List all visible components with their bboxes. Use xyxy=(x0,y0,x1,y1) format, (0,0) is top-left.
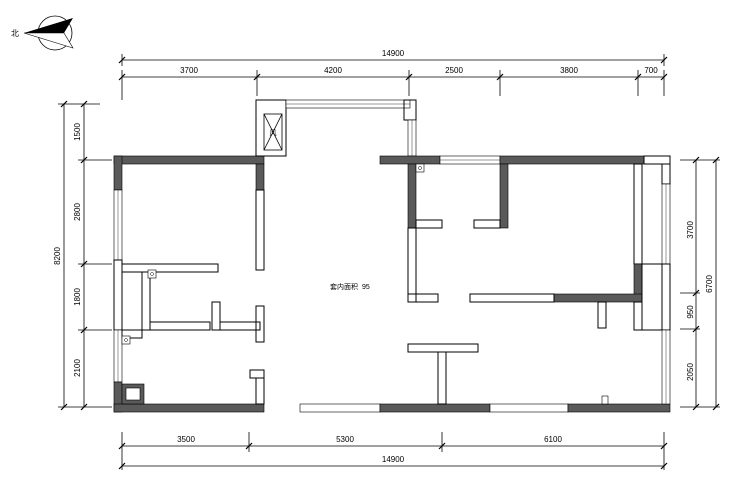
wall-segment xyxy=(121,329,143,339)
top-total-dimension: 14900 xyxy=(382,49,405,58)
wall-segment xyxy=(415,219,443,229)
wall-segment xyxy=(379,403,491,413)
compass-needle-half-icon xyxy=(23,32,74,49)
right-dimension-1: 3700 xyxy=(686,221,695,239)
wall-segment xyxy=(211,301,221,331)
column xyxy=(125,387,141,401)
wall-segment xyxy=(469,293,555,303)
left-dimension-2: 2800 xyxy=(73,203,82,221)
bottom-dimensions: 3500 5300 6100 14900 xyxy=(118,432,668,470)
wall-segment xyxy=(661,163,671,185)
wall-segment xyxy=(255,377,265,405)
north-label: 北 xyxy=(11,29,19,38)
top-dimension-3: 2500 xyxy=(445,66,463,75)
wall-segment xyxy=(141,271,151,331)
top-dimensions: 14900 3700 4200 2500 3800 700 xyxy=(118,49,668,100)
bottom-total-dimension: 14900 xyxy=(382,455,405,464)
wall-segment xyxy=(407,343,479,353)
wall-segment xyxy=(255,99,287,157)
wall-segment xyxy=(661,263,671,331)
wall-segment xyxy=(641,263,663,331)
bottom-dimension-1: 3500 xyxy=(177,435,195,444)
wall-segment xyxy=(255,163,265,191)
wall-segment xyxy=(597,301,607,329)
wall-segment xyxy=(121,263,219,273)
wall-segment xyxy=(499,155,645,165)
wall-segment xyxy=(473,219,501,229)
left-total-dimension: 8200 xyxy=(53,247,62,265)
fixture xyxy=(415,163,425,173)
wall-segment xyxy=(407,163,417,229)
right-dimension-2: 950 xyxy=(686,305,695,319)
bottom-dimension-2: 5300 xyxy=(336,435,354,444)
top-dimension-4: 3800 xyxy=(560,66,578,75)
wall-segment xyxy=(407,293,439,303)
wall-segment xyxy=(113,155,265,165)
wall-segment xyxy=(255,189,265,271)
fixture xyxy=(601,395,609,405)
north-compass: 北 xyxy=(11,15,74,51)
area-value: 95 xyxy=(362,284,370,291)
wall-segment xyxy=(633,301,643,331)
right-dimensions: 3700 950 2050 6700 xyxy=(680,156,720,411)
wall-segment xyxy=(113,403,265,413)
wall-segment xyxy=(633,163,643,265)
wall-segment xyxy=(255,305,265,343)
wall-segment xyxy=(553,293,643,303)
right-total-dimension: 6700 xyxy=(705,275,714,293)
left-dimension-3: 1800 xyxy=(73,288,82,306)
shaft-label: 风 xyxy=(270,129,277,137)
window xyxy=(489,403,569,413)
bottom-dimension-3: 6100 xyxy=(544,435,562,444)
wall-segment xyxy=(379,155,441,165)
wall-segment xyxy=(437,351,447,405)
wall-segment xyxy=(113,155,123,191)
wall-segment xyxy=(219,321,261,331)
wall-segment xyxy=(149,321,211,331)
window xyxy=(299,403,381,413)
top-dimension-5: 700 xyxy=(644,66,658,75)
wall-segment xyxy=(407,227,417,303)
wall-segment xyxy=(499,163,509,229)
walls: 风 xyxy=(113,99,671,413)
fixture xyxy=(147,269,157,279)
fixture xyxy=(121,335,131,345)
top-dimension-1: 3700 xyxy=(180,66,198,75)
left-dimension-4: 2100 xyxy=(73,359,82,377)
left-dimensions: 8200 1500 2800 1800 2100 xyxy=(53,100,112,411)
wall-segment xyxy=(567,403,671,413)
wall-segment xyxy=(249,369,265,379)
wall-segment xyxy=(113,259,123,331)
wall-segment xyxy=(643,155,671,165)
left-dimension-1: 1500 xyxy=(73,123,82,141)
area-label: 套内面积 xyxy=(330,282,358,291)
right-dimension-3: 2050 xyxy=(686,363,695,381)
area-annotation: 套内面积 95 xyxy=(330,282,370,291)
top-dimension-2: 4200 xyxy=(324,66,342,75)
